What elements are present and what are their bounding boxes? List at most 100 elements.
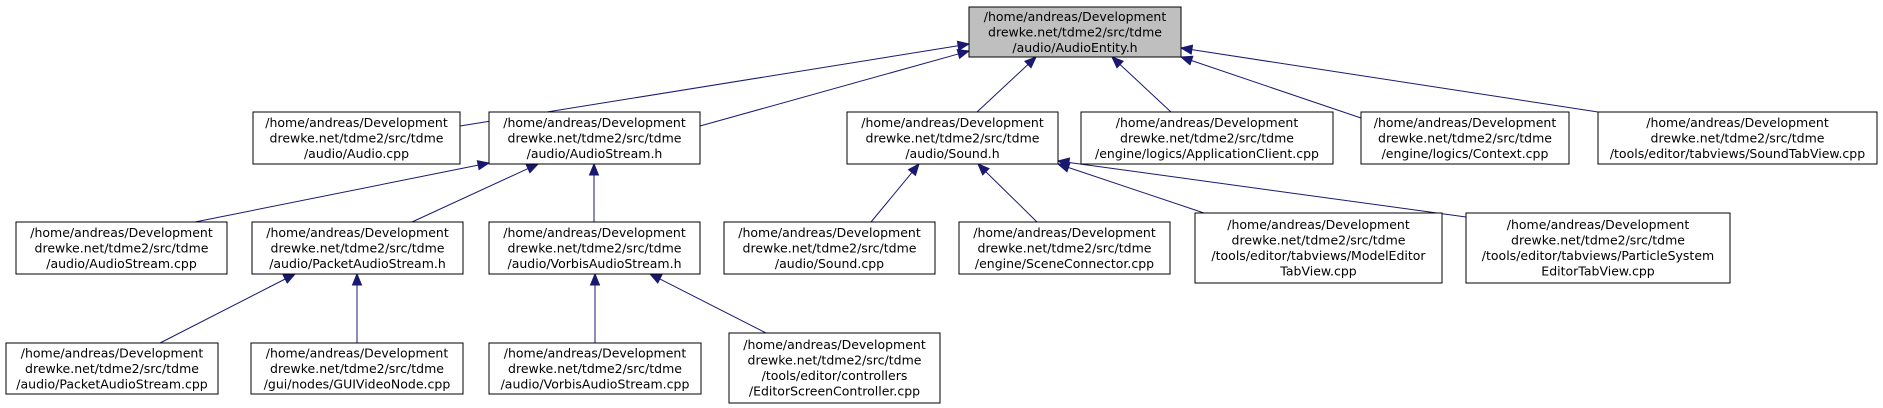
node-sound_h[interactable]: /home/andreas/Developmentdrewke.net/tdme… [846,111,1059,165]
node-box[interactable] [1597,111,1878,165]
node-box[interactable] [488,221,701,275]
node-box[interactable] [968,6,1182,58]
edge-line [411,168,529,223]
node-label-line: /home/andreas/Development [266,345,449,360]
node-label-line: /home/andreas/Development [503,225,686,240]
node-box[interactable] [1360,111,1570,165]
arrowhead-icon [351,272,363,286]
node-label-line: drewke.net/tdme2/src/tdme [978,240,1152,255]
edge-line [194,164,479,223]
edge-vorbisaudiostream_h-to-audiostream_h [588,162,600,222]
edge-line [1191,49,1599,113]
node-particlesystem_cpp[interactable]: /home/andreas/Developmentdrewke.net/tdme… [1465,212,1731,284]
node-label-line: EditorTabView.cpp [1541,264,1654,279]
node-modeleditor_cpp[interactable]: /home/andreas/Developmentdrewke.net/tdme… [1194,212,1443,284]
node-label-line: /home/andreas/Development [743,337,926,352]
node-box[interactable] [15,221,228,275]
node-guivideonode_cpp[interactable]: /home/andreas/Developmentdrewke.net/tdme… [250,342,464,395]
node-label-line: drewke.net/tdme2/src/tdme [1378,130,1552,145]
node-label-line: drewke.net/tdme2/src/tdme [988,24,1162,39]
node-audiostream_cpp[interactable]: /home/andreas/Developmentdrewke.net/tdme… [15,221,228,275]
node-box[interactable] [488,111,701,165]
node-label-line: TabView.cpp [1279,264,1356,279]
arrowhead-icon [648,273,663,284]
node-label-line: drewke.net/tdme2/src/tdme [270,361,444,376]
node-audioentity_h[interactable]: /home/andreas/Developmentdrewke.net/tdme… [968,6,1182,58]
edge-line [985,171,1038,223]
graph-nodes: /home/andreas/Developmentdrewke.net/tdme… [5,6,1878,404]
node-soundtabview_cpp[interactable]: /home/andreas/Developmentdrewke.net/tdme… [1597,111,1878,165]
node-label-line: /engine/SceneConnector.cpp [975,256,1154,271]
arrowhead-icon [589,272,601,286]
edge-vorbisaudiostream_cpp-to-vorbisaudiostream_h [589,272,601,343]
node-vorbisaudiostream_h[interactable]: /home/andreas/Developmentdrewke.net/tdme… [488,221,701,275]
node-sound_cpp[interactable]: /home/andreas/Developmentdrewke.net/tdme… [723,221,936,275]
node-label-line: drewke.net/tdme2/src/tdme [508,361,682,376]
arrowhead-icon [1179,55,1194,66]
node-applicationclient_cpp[interactable]: /home/andreas/Developmentdrewke.net/tdme… [1080,111,1334,165]
node-audio_cpp[interactable]: /home/andreas/Developmentdrewke.net/tdme… [252,111,461,165]
arrowhead-icon [282,273,297,284]
node-label-line: /home/andreas/Development [503,115,686,130]
node-packetaudiostream_h[interactable]: /home/andreas/Developmentdrewke.net/tdme… [251,221,464,275]
node-label-line: /home/andreas/Development [1646,115,1829,130]
node-box[interactable] [251,221,464,275]
node-box[interactable] [250,342,464,395]
node-label-line: /gui/nodes/GUIVideoNode.cpp [264,376,451,391]
node-label-line: /audio/AudioStream.h [527,146,663,161]
node-box[interactable] [1194,212,1443,284]
node-label-line: drewke.net/tdme2/src/tdme [743,240,917,255]
node-label-line: drewke.net/tdme2/src/tdme [1232,233,1406,248]
node-box[interactable] [728,332,941,404]
edge-sound_cpp-to-sound_h [870,162,920,223]
arrowhead-icon [977,163,990,176]
node-label-line: /audio/Sound.h [905,146,999,161]
node-packetaudiostream_cpp[interactable]: /home/andreas/Developmentdrewke.net/tdme… [5,342,219,395]
node-context_cpp[interactable]: /home/andreas/Developmentdrewke.net/tdme… [1360,111,1570,165]
node-box[interactable] [488,342,702,395]
node-label-line: drewke.net/tdme2/src/tdme [508,130,682,145]
node-label-line: /audio/Audio.cpp [304,146,409,161]
node-label-line: /home/andreas/Development [1507,217,1690,232]
node-box[interactable] [1080,111,1334,165]
edge-line [1068,167,1205,214]
edge-line [870,172,913,223]
node-sceneconnector_cpp[interactable]: /home/andreas/Developmentdrewke.net/tdme… [958,221,1171,275]
node-label-line: /home/andreas/Development [1116,115,1299,130]
edge-applicationclient_cpp-to-audioentity_h [1111,56,1172,113]
node-box[interactable] [723,221,936,275]
node-label-line: /audio/Sound.cpp [775,256,884,271]
arrowhead-icon [956,40,971,52]
edge-line [1119,64,1172,113]
arrowhead-icon [476,160,491,171]
node-label-line: /home/andreas/Development [1374,115,1557,130]
edge-sceneconnector_cpp-to-sound_h [977,163,1038,223]
node-label-line: drewke.net/tdme2/src/tdme [866,130,1040,145]
node-label-line: /audio/PacketAudioStream.h [269,256,446,271]
node-label-line: /audio/PacketAudioStream.cpp [16,376,207,391]
arrowhead-icon [1056,157,1071,168]
node-box[interactable] [1465,212,1731,284]
edge-audiostream_cpp-to-audiostream_h [194,160,491,223]
node-label-line: drewke.net/tdme2/src/tdme [508,240,682,255]
node-label-line: /home/andreas/Development [973,225,1156,240]
node-label-line: /audio/AudioEntity.h [1012,40,1137,55]
edge-line [159,278,286,344]
node-label-line: /audio/VorbisAudioStream.h [508,256,682,271]
node-label-line: drewke.net/tdme2/src/tdme [271,240,445,255]
node-label-line: drewke.net/tdme2/src/tdme [1651,130,1825,145]
arrowhead-icon [1024,56,1037,69]
node-vorbisaudiostream_cpp[interactable]: /home/andreas/Developmentdrewke.net/tdme… [488,342,702,395]
node-label-line: /home/andreas/Development [861,115,1044,130]
node-box[interactable] [846,111,1059,165]
edge-context_cpp-to-audioentity_h [1179,55,1362,119]
node-box[interactable] [5,342,219,395]
node-audiostream_h[interactable]: /home/andreas/Developmentdrewke.net/tdme… [488,111,701,165]
node-box[interactable] [252,111,461,165]
node-label-line: drewke.net/tdme2/src/tdme [1511,233,1685,248]
node-label-line: drewke.net/tdme2/src/tdme [748,353,922,368]
node-label-line: /tools/editor/tabviews/SoundTabView.cpp [1610,146,1865,161]
node-box[interactable] [958,221,1171,275]
node-editorscreencontroller_cpp[interactable]: /home/andreas/Developmentdrewke.net/tdme… [728,332,941,404]
